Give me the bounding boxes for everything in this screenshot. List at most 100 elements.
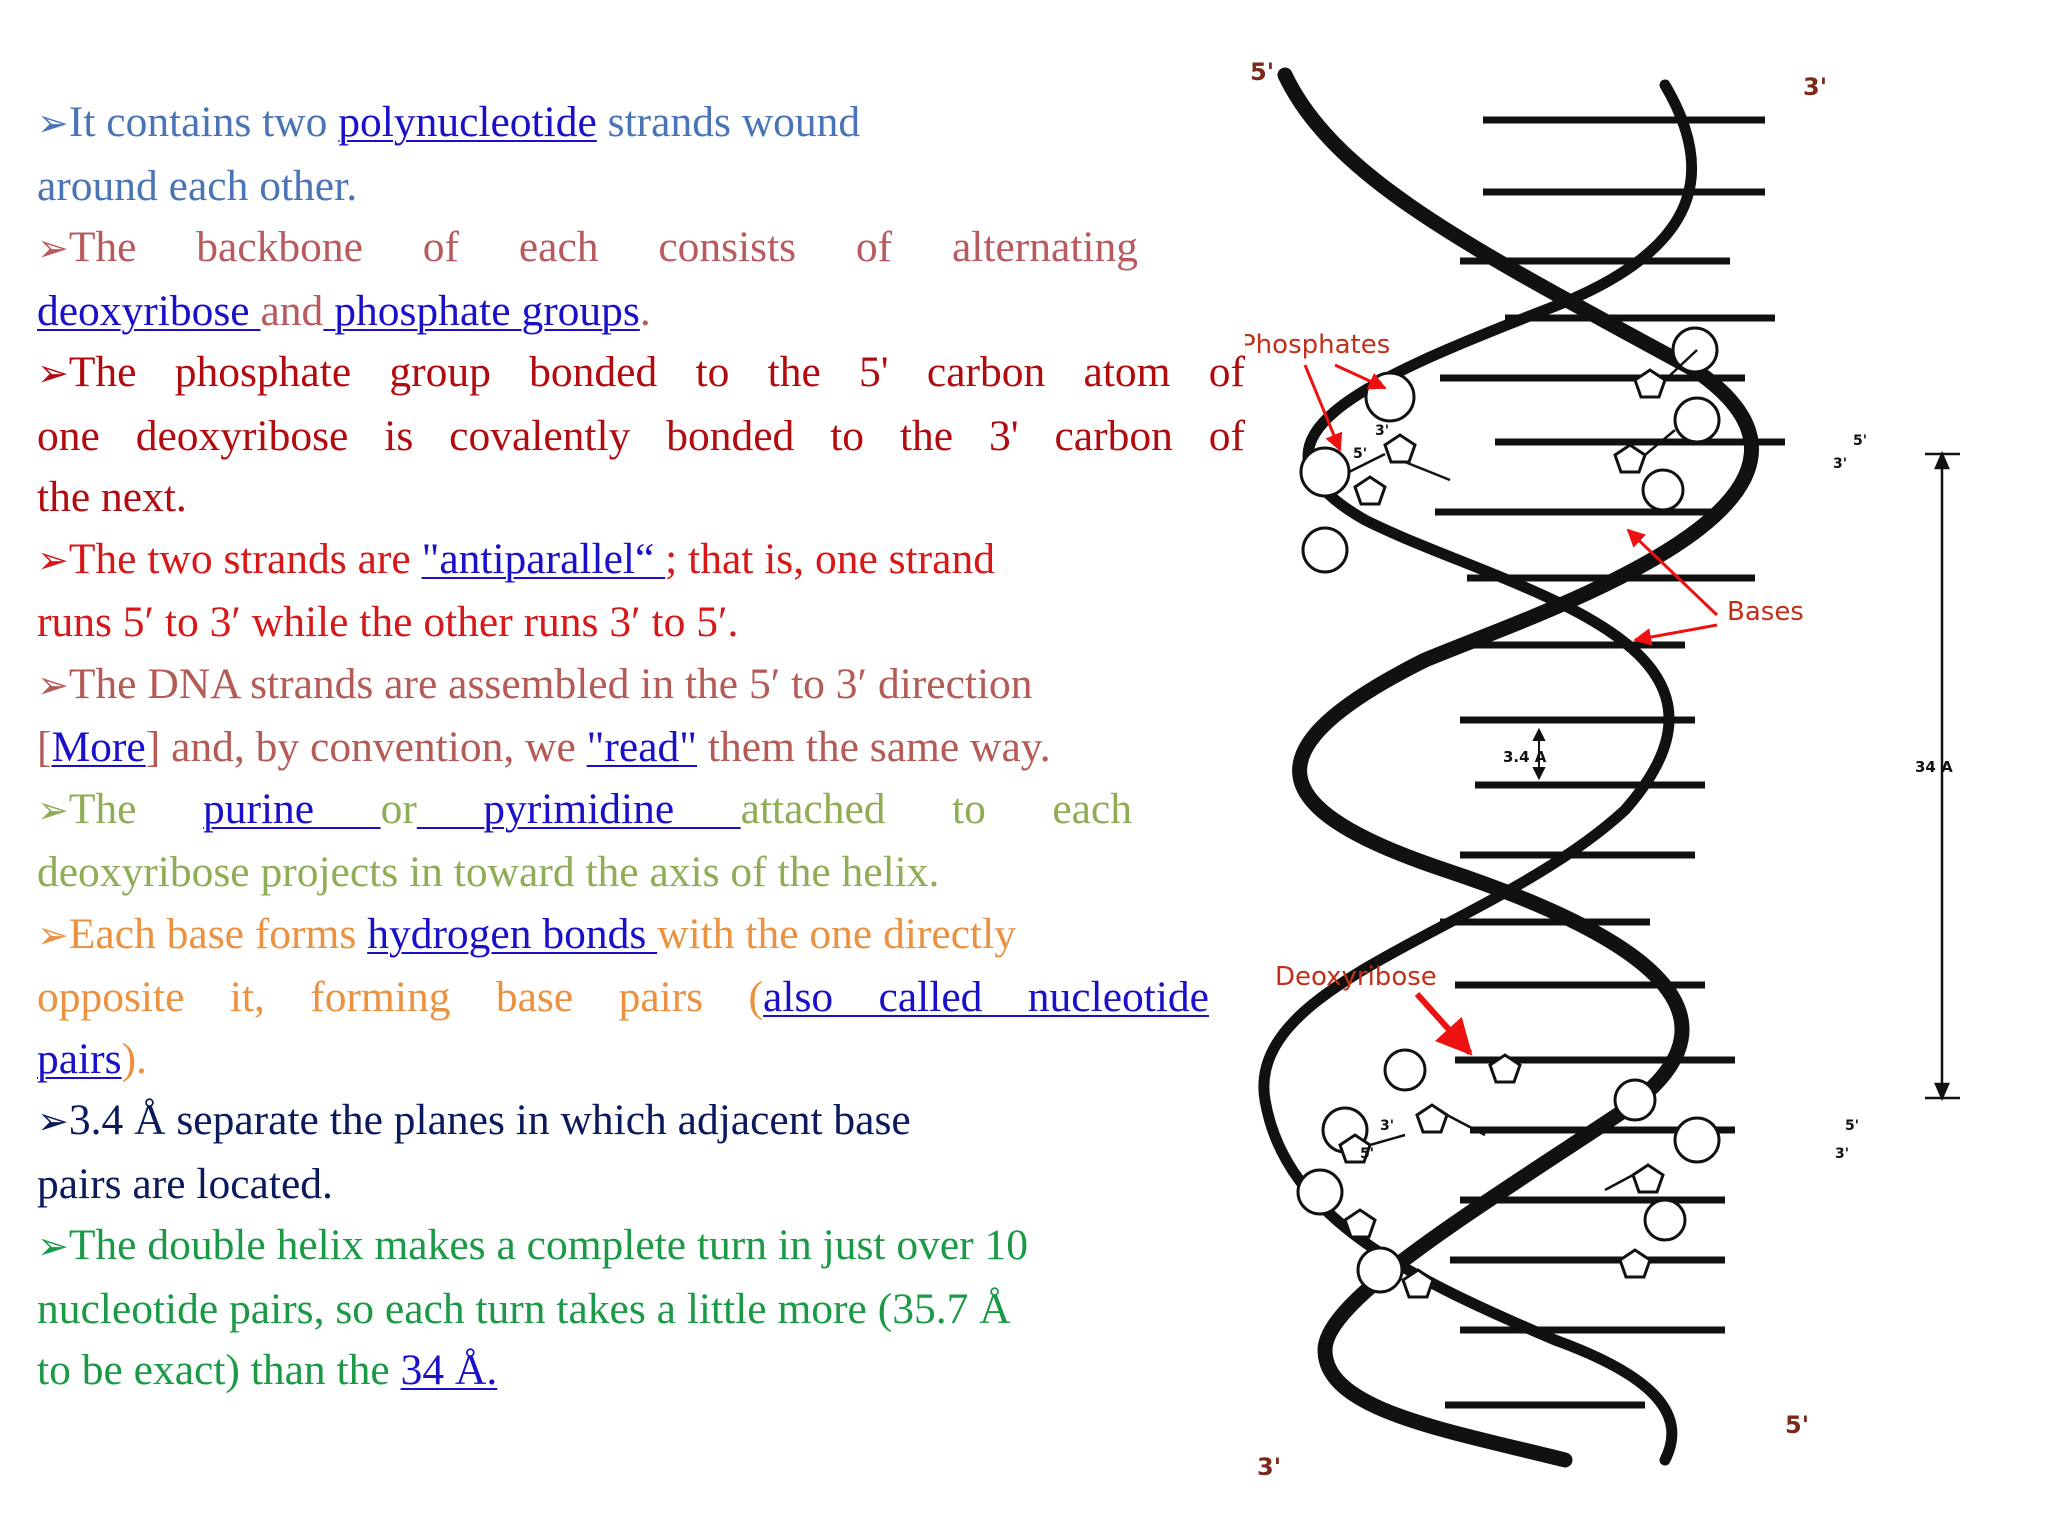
bullet-line: ➢It contains two polynucleotide strands … bbox=[37, 92, 1245, 156]
bullet-text: It contains two bbox=[68, 98, 339, 146]
sugar-pentagon bbox=[1415, 1103, 1449, 1134]
bullet-helix-turn: ➢The double helix makes a complete turn … bbox=[37, 1215, 1245, 1402]
bullet-line: deoxyribose and phosphate groups. bbox=[37, 281, 1245, 343]
measure-arrowhead bbox=[1934, 1082, 1950, 1102]
phosphates-arrow bbox=[1334, 363, 1387, 390]
backbone-strands bbox=[1258, 67, 1759, 1468]
label-deoxyribose: Deoxyribose bbox=[1275, 962, 1437, 992]
bullet-text: The phosphate group bonded to the 5' car… bbox=[68, 348, 1245, 396]
phosphates-arrow bbox=[1303, 364, 1343, 452]
sugar-pentagon bbox=[1383, 433, 1417, 464]
bullet-phosphate-bond: ➢The phosphate group bonded to the 5' ca… bbox=[37, 342, 1245, 529]
measure-arrowhead bbox=[1532, 767, 1546, 781]
measure-3-4 bbox=[1532, 727, 1546, 781]
bullet-arrow-icon: ➢ bbox=[37, 1226, 69, 1268]
bullet-line: to be exact) than the 34 Å. bbox=[37, 1340, 1245, 1402]
phosphate-circle bbox=[1673, 396, 1721, 444]
carbon-label: 5' bbox=[1360, 1146, 1374, 1162]
end-label-bottom-left: 3' bbox=[1257, 1453, 1281, 1481]
carbon-label: 5' bbox=[1853, 433, 1867, 449]
link-antiparallel[interactable]: "antiparallel“ bbox=[421, 534, 666, 583]
bullet-text: . bbox=[639, 286, 651, 335]
strand-b bbox=[1258, 79, 1698, 1466]
bullet-line: ➢The purine or pyrimidine attached to ea… bbox=[37, 779, 1132, 843]
bullet-text: ; that is, one strand bbox=[665, 534, 995, 583]
phosphate-circle bbox=[1613, 1078, 1657, 1122]
strand-end-labels: 5' 3' 3' 5' bbox=[1250, 58, 1827, 1481]
carbon-label: 3' bbox=[1375, 423, 1389, 439]
bullet-line: ➢The backbone of each consists of altern… bbox=[37, 217, 1138, 281]
sugar-connectors bbox=[1348, 349, 1698, 1192]
bullet-line: ➢3.4 Å separate the planes in which adja… bbox=[37, 1090, 1245, 1154]
sugar-pentagon bbox=[1631, 1163, 1665, 1194]
phosphate-circle bbox=[1383, 1048, 1427, 1092]
link-nucleotide-pairs[interactable]: also called nucleotide bbox=[763, 973, 1209, 1021]
bullet-line: pairs). bbox=[37, 1029, 1245, 1091]
bullet-text: to be exact) than the bbox=[37, 1346, 401, 1394]
end-label-top-right: 3' bbox=[1803, 73, 1827, 101]
label-phosphates: Phosphates bbox=[1245, 330, 1390, 360]
label-34-angstrom: 34 A bbox=[1915, 758, 1953, 776]
link-read[interactable]: "read" bbox=[586, 723, 698, 771]
bullet-text: and bbox=[260, 286, 324, 335]
bullet-arrow-icon: ➢ bbox=[37, 103, 69, 145]
link-phosphate-groups[interactable]: phosphate groups bbox=[323, 286, 640, 335]
bullet-line: [More] and, by convention, we "read" the… bbox=[37, 717, 1245, 779]
sugar-pentagon bbox=[1618, 1248, 1652, 1279]
bullet-text: ). bbox=[121, 1034, 147, 1083]
phosphate-circle bbox=[1299, 446, 1351, 498]
carbon-label: 5' bbox=[1845, 1118, 1859, 1134]
sugar-pentagon bbox=[1401, 1268, 1435, 1299]
bases-arrow bbox=[1626, 528, 1719, 617]
bullet-line: ➢The double helix makes a complete turn … bbox=[37, 1215, 1245, 1279]
bullet-text: The double helix makes a complete turn i… bbox=[68, 1221, 1029, 1269]
bullet-text: with the one directly bbox=[657, 909, 1016, 958]
bullet-text: The two strands are bbox=[68, 534, 422, 583]
bullet-purine-pyrimidine: ➢The purine or pyrimidine attached to ea… bbox=[37, 779, 1245, 904]
phosphate-circle bbox=[1301, 526, 1349, 574]
phosphate-circle bbox=[1641, 468, 1685, 512]
bullet-text: The DNA strands are assembled in the 5′ … bbox=[68, 659, 1033, 708]
bullet-text: strands wound bbox=[596, 98, 861, 146]
annotation-labels: Phosphates Bases Deoxyribose bbox=[1245, 330, 1804, 992]
label-bases: Bases bbox=[1727, 597, 1804, 627]
bullet-arrow-icon: ➢ bbox=[37, 664, 69, 707]
connector bbox=[1664, 349, 1698, 381]
phosphate-circle bbox=[1296, 1168, 1344, 1216]
link-purine[interactable]: purine bbox=[202, 784, 381, 833]
link-pyrimidine[interactable]: pyrimidine bbox=[416, 784, 741, 833]
bullet-structure: ➢It contains two polynucleotide strands … bbox=[37, 92, 1245, 217]
bullet-line: pairs are located. bbox=[37, 1159, 333, 1208]
measure-arrowhead bbox=[1532, 727, 1546, 741]
carbon-label: 3' bbox=[1835, 1146, 1849, 1162]
annotation-arrows bbox=[1303, 363, 1719, 1056]
bullet-text: or bbox=[380, 784, 417, 833]
bullet-arrow-icon: ➢ bbox=[37, 1101, 69, 1143]
link-34-angstrom[interactable]: 34 Å. bbox=[400, 1346, 498, 1394]
dna-helix-diagram: 5' 3' 3' 5' 3' 5' 5' 3' 3' 5' 5' 3' Phos… bbox=[1245, 50, 2045, 1490]
sugar-carbon-labels: 3' 5' 5' 3' 3' 5' 5' 3' bbox=[1353, 423, 1867, 1162]
bullet-text: [ bbox=[37, 723, 52, 771]
connector bbox=[1404, 460, 1451, 482]
link-deoxyribose[interactable]: deoxyribose bbox=[37, 286, 261, 335]
label-3-4-angstrom: 3.4 A bbox=[1503, 748, 1547, 766]
link-pairs[interactable]: pairs bbox=[37, 1034, 122, 1083]
bullet-line: ➢Each base forms hydrogen bonds with the… bbox=[37, 904, 1245, 968]
phosphate-circle bbox=[1673, 1116, 1721, 1164]
link-hydrogen-bonds[interactable]: hydrogen bonds bbox=[367, 909, 658, 958]
sugar-pentagon bbox=[1488, 1053, 1522, 1084]
sugar-pentagon bbox=[1613, 443, 1647, 474]
bullet-line: ➢The DNA strands are assembled in the 5′… bbox=[37, 654, 1245, 718]
carbon-label: 5' bbox=[1353, 446, 1367, 462]
phosphate-circle bbox=[1364, 371, 1416, 423]
text-column: ➢It contains two polynucleotide strands … bbox=[37, 92, 1245, 1402]
link-more[interactable]: More bbox=[51, 723, 146, 771]
sugar-pentagon bbox=[1353, 475, 1387, 506]
carbon-label: 3' bbox=[1380, 1118, 1394, 1134]
link-polynucleotide[interactable]: polynucleotide bbox=[338, 98, 597, 146]
bullet-text: ] and, by convention, we bbox=[145, 723, 587, 771]
connector bbox=[1369, 1133, 1406, 1147]
connector bbox=[1446, 1113, 1486, 1137]
bullet-base-pairs: ➢Each base forms hydrogen bonds with the… bbox=[37, 904, 1245, 1091]
bullet-arrow-icon: ➢ bbox=[37, 914, 69, 957]
